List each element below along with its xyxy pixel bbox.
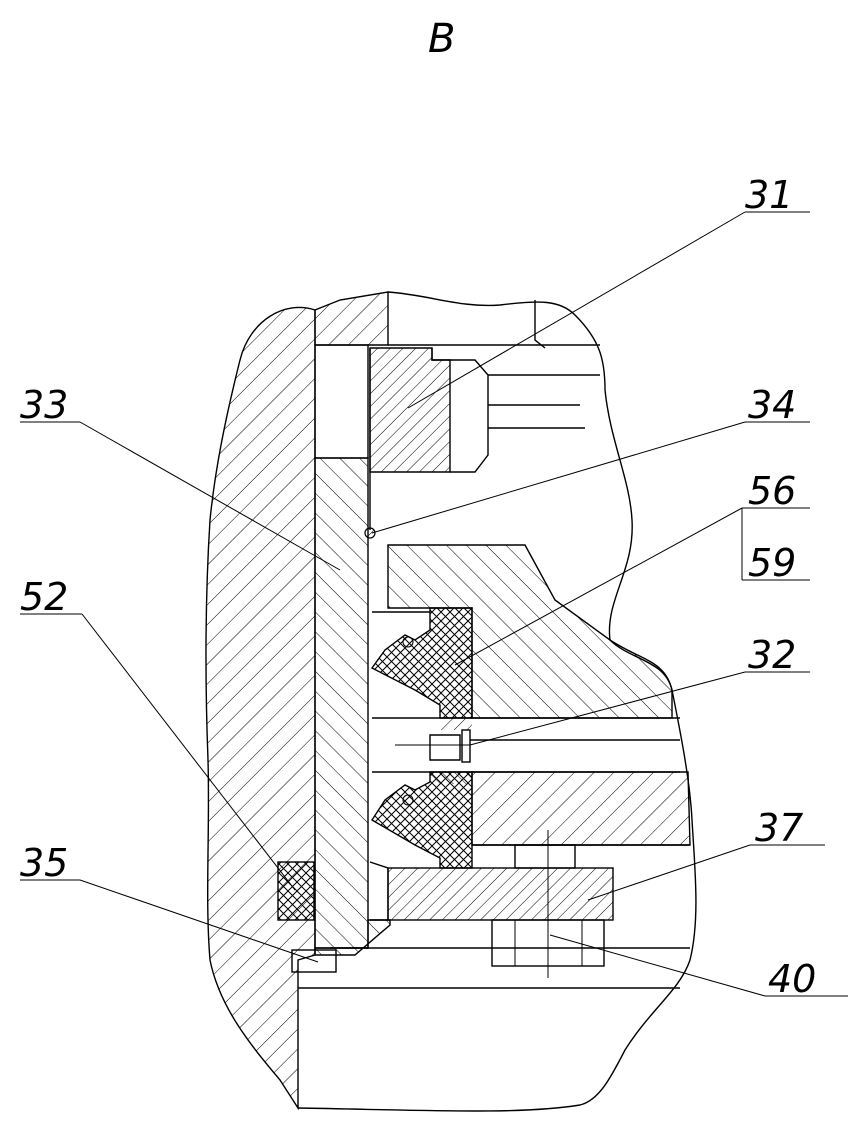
top-step: [534, 300, 546, 349]
seal-59-lower: [371, 771, 473, 869]
pin-32: [429, 734, 461, 761]
lower-hatch-strip: [430, 772, 472, 784]
sleeve-33: [314, 457, 369, 949]
label-59: 59: [748, 541, 796, 585]
nut-top: [514, 844, 576, 869]
ball-34: [364, 527, 376, 539]
plate-37: [387, 867, 614, 921]
pin-35: [291, 949, 337, 973]
channel-hatch: [440, 718, 472, 730]
plate-37-edge: [369, 861, 389, 921]
label-52: 52: [20, 575, 68, 619]
seal-spring-upper: [402, 636, 414, 648]
label-31: 31: [745, 173, 793, 217]
gasket-52: [277, 861, 315, 921]
label-56: 56: [748, 469, 796, 513]
seal-spring-lower: [402, 794, 414, 806]
upper-bore: [314, 344, 369, 459]
label-40: 40: [768, 957, 816, 1001]
gland-lower: [471, 771, 691, 846]
label-35: 35: [20, 841, 68, 885]
label-33: 33: [20, 383, 68, 427]
leader-lines: [20, 211, 848, 997]
pin-32-head: [461, 729, 471, 763]
label-34: 34: [748, 383, 796, 427]
part-31: [369, 347, 451, 473]
housing-top: [314, 291, 389, 346]
sleeve-33-foot: [314, 919, 391, 956]
label-32: 32: [748, 633, 796, 677]
seal-56-upper: [370, 607, 473, 719]
view-label: B: [428, 16, 455, 62]
label-37: 37: [755, 806, 803, 850]
